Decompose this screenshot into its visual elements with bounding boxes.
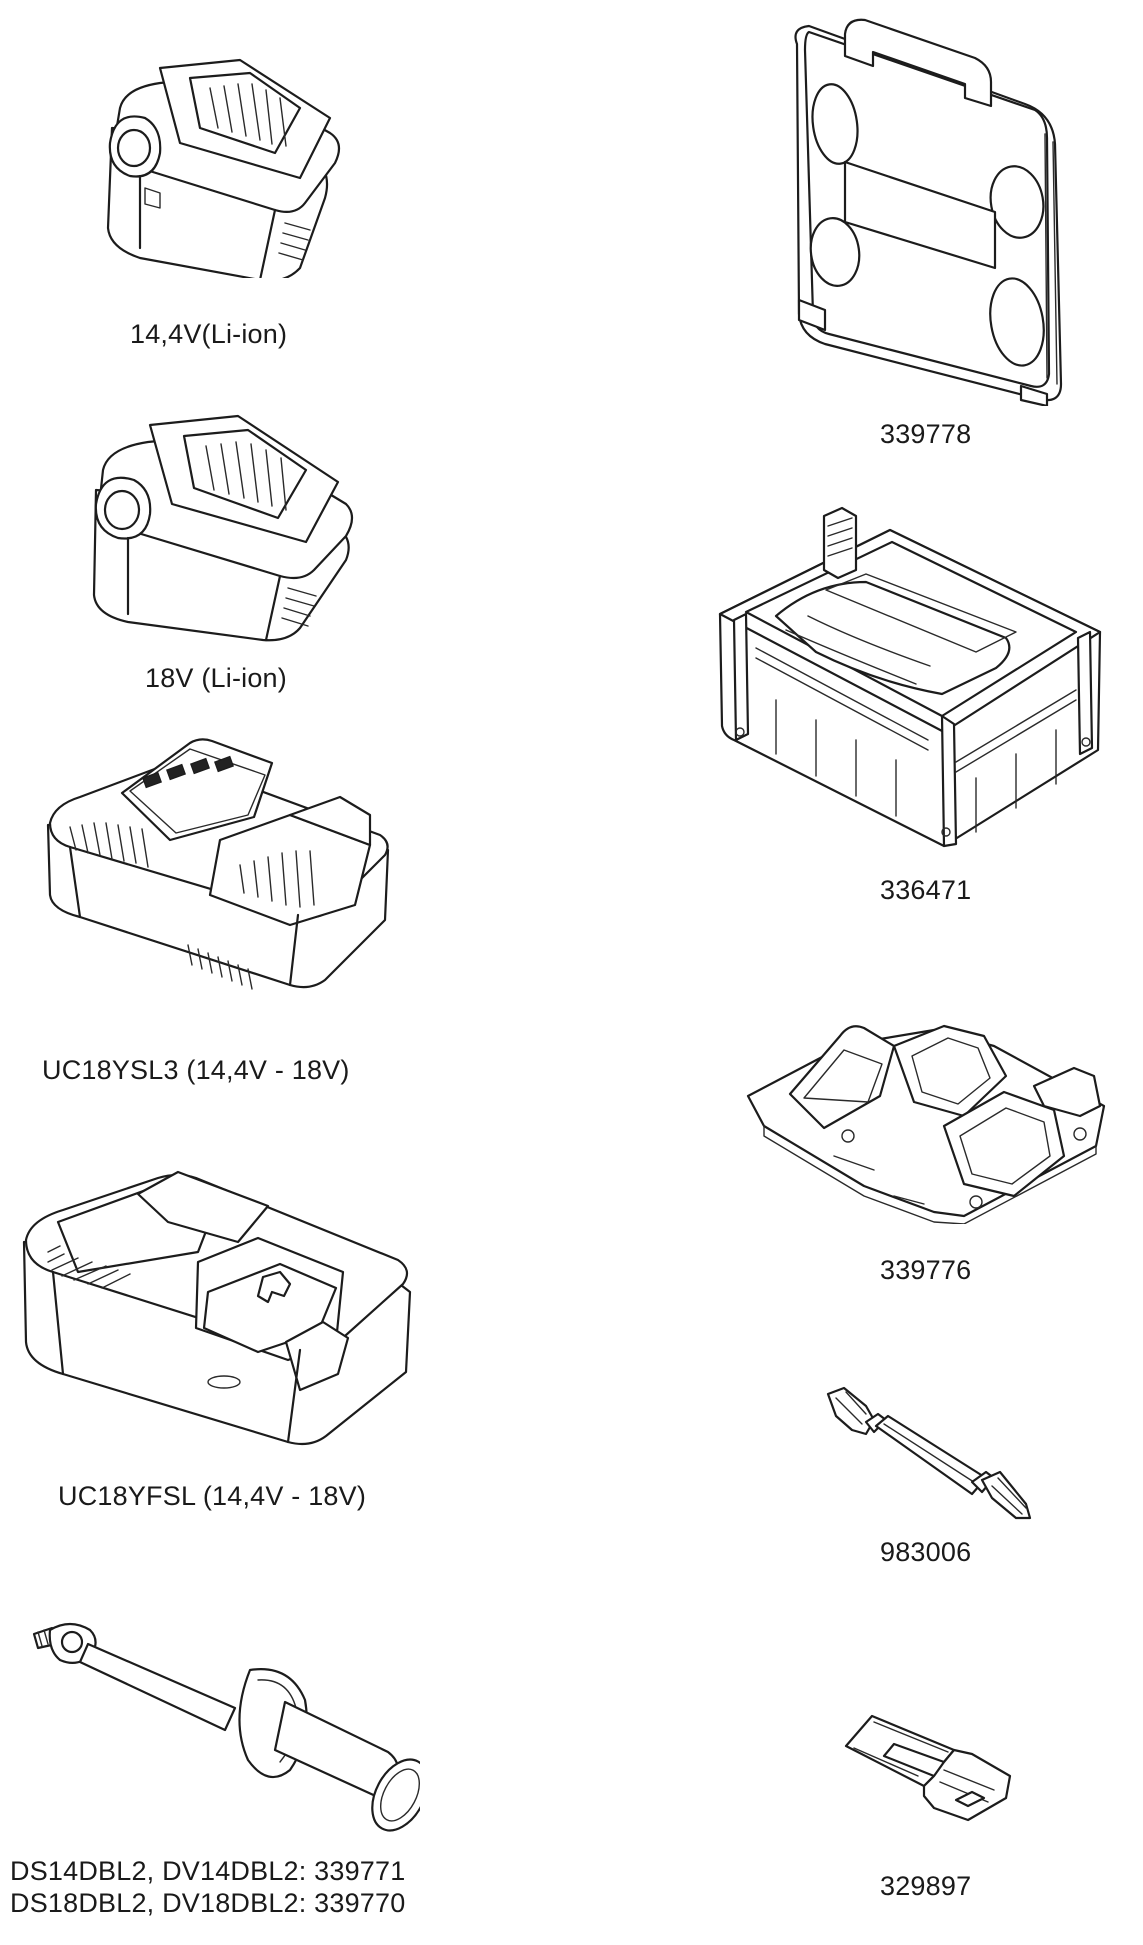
caption-charger-yfsl: UC18YFSL (14,4V - 18V) (58, 1481, 367, 1511)
belt-hook-icon (844, 1710, 1012, 1822)
caption-bit: 983006 (880, 1537, 972, 1567)
battery-pack-icon (88, 400, 356, 644)
charger-icon (18, 1142, 414, 1464)
caption-charger-ysl3: UC18YSL3 (14,4V - 18V) (42, 1055, 350, 1085)
charger-icon (40, 735, 396, 1021)
caption-side-handle-line1: DS14DBL2, DV14DBL2: 339771 (10, 1856, 406, 1886)
caption-case-insert: 339776 (880, 1255, 972, 1285)
caption-system-case: 336471 (880, 875, 972, 905)
battery-pack-icon (100, 48, 345, 278)
system-case-icon (716, 502, 1104, 848)
case-insert-icon (744, 1006, 1108, 1224)
carrying-case-icon (785, 14, 1071, 406)
caption-belt-hook: 329897 (880, 1871, 972, 1901)
caption-side-handle-line2: DS18DBL2, DV18DBL2: 339770 (10, 1888, 406, 1918)
screwdriver-bit-icon (822, 1386, 1036, 1524)
caption-battery-14v: 14,4V(Li-ion) (130, 319, 288, 349)
side-handle-icon (30, 1620, 420, 1838)
caption-battery-18v: 18V (Li-ion) (145, 663, 287, 693)
caption-carry-case: 339778 (880, 419, 972, 449)
